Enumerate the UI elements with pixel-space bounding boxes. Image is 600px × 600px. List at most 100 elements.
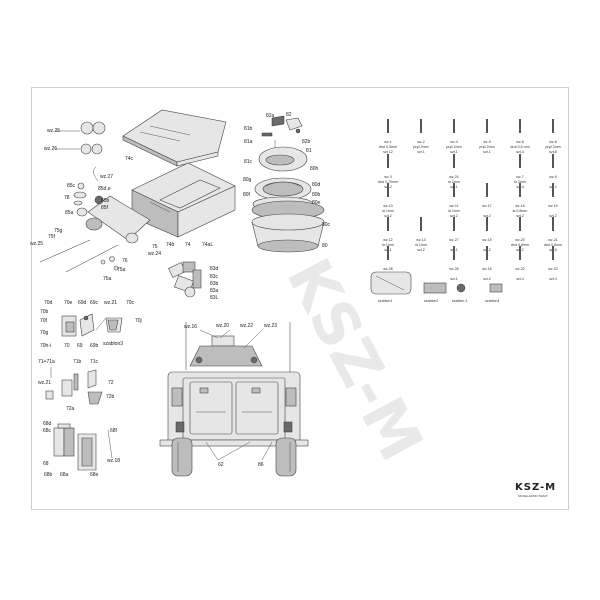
part-qty: szt.2 bbox=[450, 214, 458, 218]
part-spec: drut 0,5mm bbox=[379, 145, 397, 149]
part-id: wz.10 bbox=[383, 204, 392, 208]
label-80f: 80f bbox=[243, 192, 251, 198]
label-68c: 68c bbox=[43, 428, 52, 434]
template-3: szablon 3 bbox=[452, 299, 467, 303]
ksz-m-logo: KSZ-M MODELARSKI ŚWIAT bbox=[515, 482, 555, 498]
label-83d: 83d bbox=[210, 266, 219, 272]
part-glyph bbox=[453, 154, 455, 168]
parts-table-item: wz.16 szt.2 bbox=[482, 246, 492, 281]
part-spec: śr.2mm bbox=[514, 180, 526, 184]
part-spec: drut 0,70mm bbox=[378, 180, 398, 184]
label-75d: 75a bbox=[117, 267, 126, 273]
label-81c: 81c bbox=[244, 159, 253, 165]
label-75f: 75f bbox=[48, 234, 56, 240]
label-68: 68 bbox=[43, 461, 49, 467]
part-id: wz.12 bbox=[383, 238, 392, 242]
label-wz22: wz.22 bbox=[240, 323, 253, 329]
label-76: 76 bbox=[122, 258, 128, 264]
part-69-70-assembly bbox=[61, 313, 123, 337]
part-qty: szt.4 bbox=[549, 277, 557, 281]
label-71b: 71b bbox=[73, 359, 82, 365]
part-glyph bbox=[486, 119, 488, 133]
part-id: wz.28 bbox=[383, 267, 392, 271]
part-74c-plate bbox=[122, 109, 227, 167]
label-82a: 82a bbox=[266, 113, 275, 119]
part-glyph bbox=[519, 119, 521, 133]
part-spec: pręt 2mm bbox=[479, 145, 494, 149]
label-83L: 83L bbox=[210, 295, 219, 301]
label-78e: 78 bbox=[64, 195, 70, 201]
part-qty: szt.2 bbox=[549, 214, 557, 218]
part-id: wz.5 bbox=[483, 140, 490, 144]
part-glyph bbox=[552, 119, 554, 133]
part-glyph bbox=[486, 183, 488, 197]
label-68f: 68f bbox=[110, 428, 118, 434]
part-id: wz.1 bbox=[384, 140, 391, 144]
label-72: 72 bbox=[108, 380, 114, 386]
label-80e: 80e bbox=[312, 200, 321, 206]
label-68b: 68b bbox=[44, 472, 53, 478]
label-85d: 85d,e bbox=[98, 186, 111, 192]
part-qty: szt.2 bbox=[483, 214, 491, 218]
part-id: wz.17 bbox=[482, 204, 491, 208]
logo-tagline: MODELARSKI ŚWIAT bbox=[518, 493, 548, 498]
part-id: wz.24 bbox=[449, 175, 458, 179]
label-75a: 75a bbox=[103, 276, 112, 282]
part-id: wz.8 bbox=[549, 140, 556, 144]
label-wz16: wz.16 bbox=[184, 324, 197, 330]
label-69d: 69d bbox=[78, 300, 87, 306]
part-id: wz.27 bbox=[449, 238, 458, 242]
label-wz26: wz.26 bbox=[44, 146, 57, 152]
label-69b: 69b bbox=[90, 343, 99, 349]
part-glyph bbox=[552, 154, 554, 168]
label-74aL: 74aL bbox=[202, 242, 213, 248]
part-id: wz.13 bbox=[416, 238, 425, 242]
part-glyph bbox=[486, 246, 488, 260]
part-spec: drut 0,8mm bbox=[511, 243, 529, 247]
part-glyph bbox=[387, 217, 389, 231]
part-spec: śr.2mm bbox=[448, 180, 460, 184]
part-glyph bbox=[387, 154, 389, 168]
part-id: wz.9 bbox=[549, 175, 556, 179]
part-glyph bbox=[420, 119, 422, 133]
part-qty: szt.2 bbox=[483, 277, 491, 281]
label-70hi: 70h-i bbox=[40, 343, 51, 349]
label-70d: 70d bbox=[44, 300, 53, 306]
part-spec: pręt 2mm bbox=[413, 145, 428, 149]
label-80h: 80h bbox=[310, 166, 319, 172]
label-wz21: wz.21 bbox=[104, 300, 117, 306]
part-glyph bbox=[387, 183, 389, 197]
label-72b: 72b bbox=[106, 394, 115, 400]
part-id: wz.19 bbox=[548, 204, 557, 208]
label-wz25: wz.25 bbox=[47, 128, 60, 134]
label-70: 70 bbox=[64, 343, 70, 349]
label-80d: 80d bbox=[312, 182, 321, 188]
part-71-72-assembly bbox=[45, 367, 103, 405]
part-qty: szt.6 bbox=[549, 150, 557, 154]
part-glyph bbox=[519, 246, 521, 260]
label-69c: 69c bbox=[90, 300, 99, 306]
part-id: wz.20 bbox=[515, 238, 524, 242]
label-85f: 85f bbox=[101, 205, 109, 211]
part-spec: pręt 2mm bbox=[545, 145, 560, 149]
part-glyph bbox=[453, 119, 455, 133]
label-71ia: 71+71a bbox=[38, 359, 55, 365]
part-qty: szt.1 bbox=[450, 185, 458, 189]
templates-row bbox=[370, 271, 503, 295]
label-70c: 70c bbox=[126, 300, 135, 306]
part-id: wz.4 bbox=[450, 140, 457, 144]
label-80c: 80c bbox=[322, 222, 331, 228]
label-62: 62 bbox=[218, 462, 224, 468]
part-id: wz.16 bbox=[482, 267, 491, 271]
